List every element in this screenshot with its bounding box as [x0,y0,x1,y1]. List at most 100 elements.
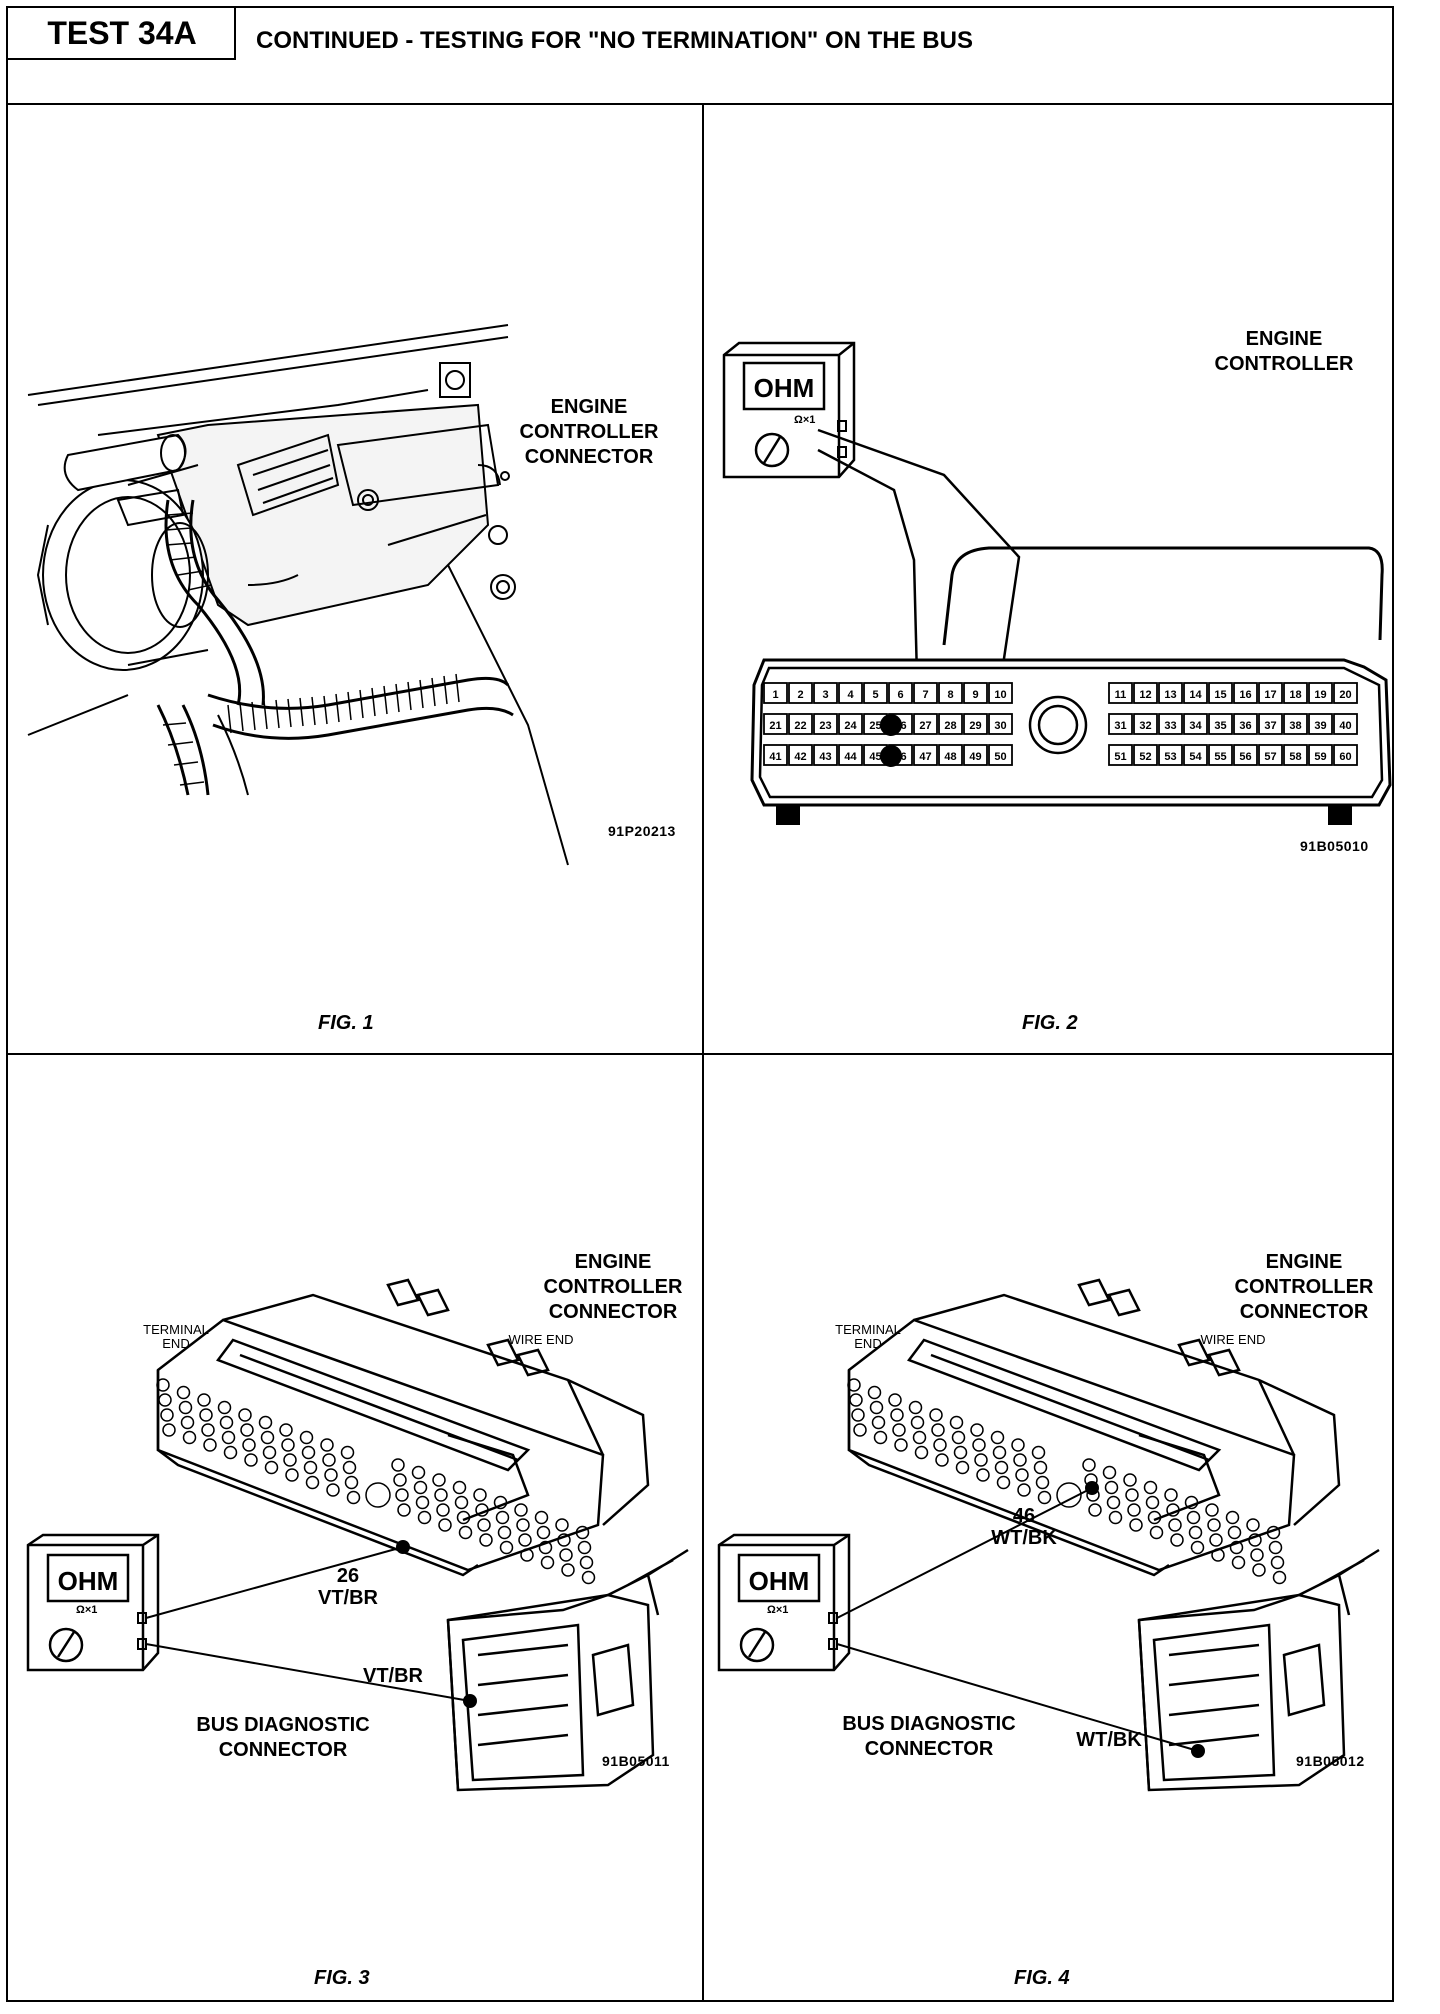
fig3-cavity-59 [557,1533,571,1547]
fig4-cavity-52 [1104,1480,1119,1495]
fig1-code: 91P20213 [608,823,676,839]
fig3-cavity-41 [391,1458,405,1472]
fig2-pin-label-6: 6 [897,689,903,701]
fig3-cavity-33 [203,1438,217,1452]
fig2-pin-cell-1 [763,682,788,704]
fig3-terminal-end-label: TERMINAL END [143,1322,209,1351]
fig4-cavity-67 [1209,1533,1223,1547]
fig3-cavity-28 [303,1460,318,1475]
fig4-wire-end-label: WIRE END [1200,1332,1266,1347]
fig2-pin-cell-52 [1133,744,1158,766]
fig4-cavity-40 [1037,1490,1052,1505]
fig3-cavity-12 [178,1400,193,1415]
fig2-pin-cell-50 [988,744,1013,766]
fig3-cavity-78 [540,1555,555,1570]
fig3-cavity-19 [322,1453,336,1467]
fig2-callout-engine-controller: ENGINE CONTROLLER [1214,328,1354,375]
fig2-pin-cell-11 [1108,682,1133,704]
fig4-cavity-32 [873,1430,888,1445]
fig1-label: FIG. 1 [318,1012,374,1034]
fig3-cavity-42 [411,1465,426,1480]
fig2-pin-label-1: 1 [772,689,778,701]
fig3-cavity-37 [285,1468,299,1482]
fig3-cavity-3 [197,1393,211,1407]
fig2-pin-cell-58 [1283,744,1308,766]
fig4-cavity-66 [1188,1525,1203,1540]
fig3-cavity-46 [493,1495,508,1510]
fig2-pin-label-10: 10 [994,689,1006,701]
fig4-terminal-cavities [847,1378,1287,1585]
fig2-pin-cell-55 [1208,744,1233,766]
fig4-cavity-63 [1127,1503,1141,1517]
fig2-pin-label-50: 50 [994,751,1006,763]
fig2-pin-cell-34 [1183,713,1208,735]
fig3-cavity-57 [516,1518,530,1532]
fig4-cavity-60 [1268,1540,1283,1555]
fig4-cavity-36 [955,1460,970,1475]
fig3-cavity-14 [219,1415,234,1430]
fig2-pin-label-35: 35 [1214,720,1226,732]
fig3-cavity-13 [199,1408,213,1422]
fig4-meter-display: OHM [749,1566,810,1596]
fig2-pin-cell-17 [1258,682,1283,704]
fig2-pin-cell-2 [788,682,813,704]
fig2-pin-cell-9 [963,682,988,704]
fig4-terminal-end-label: TERMINAL END [835,1322,901,1351]
fig4-cavity-74 [1149,1525,1164,1540]
fig2-pin-label-2: 2 [797,689,803,701]
fig2-pin-label-18: 18 [1289,689,1301,701]
fig3-cavity-64 [456,1510,471,1525]
fig4-cavity-30 [1035,1475,1050,1490]
fig3-cavity-55 [475,1503,489,1517]
fig2-pin-cell-36 [1233,713,1258,735]
fig3-cavity-56 [495,1510,510,1525]
fig3-cavity-44 [452,1480,467,1495]
fig2-pin-label-59: 59 [1314,751,1326,763]
fig4-pin-number: 46 [1012,1505,1036,1527]
fig4-cavity-44 [1143,1480,1158,1495]
row-divider [8,1053,1392,1055]
fig3-cavity-75 [479,1533,493,1547]
fig4-cavity-69 [1250,1548,1264,1562]
fig3-cavity-79 [561,1563,575,1577]
fig2-pin-label-20: 20 [1339,689,1351,701]
fig3-cavity-53 [434,1488,448,1502]
fig2-pin-cell-19 [1308,682,1333,704]
fig3-cavity-35 [244,1453,258,1467]
fig2-pin-label-32: 32 [1139,720,1151,732]
fig4-cavity-23 [892,1423,906,1437]
fig3-cavity-40 [346,1490,361,1505]
fig2-pin-label-8: 8 [947,689,953,701]
fig2-pin-cell-18 [1283,682,1308,704]
fig4-probe-pin-46 [1085,1481,1099,1495]
fig4-cavity-13 [890,1408,904,1422]
fig4-cavity-11 [849,1393,863,1407]
fig4-probe-bus-pin [1191,1744,1205,1758]
fig4-cavity-24 [912,1430,927,1445]
fig3-terminal-cavities [156,1378,596,1585]
fig2-pin-label-27: 27 [919,720,931,732]
fig4-cavity-1 [847,1378,861,1392]
fig2-pin-cell-59 [1308,744,1333,766]
fig2-pin-cell-13 [1158,682,1183,704]
fig2-meter-display: OHM [754,373,815,403]
fig2-pin-cell-21 [763,713,788,735]
fig2-pin-label-55: 55 [1214,751,1226,763]
fig2-pin-label-43: 43 [819,751,831,763]
fig3-cavity-29 [324,1468,338,1482]
fig4-cavity-78 [1231,1555,1246,1570]
fig3-cavity-20 [342,1460,357,1475]
fig2-pin-cell-8 [938,682,963,704]
fig4-cavity-38 [996,1475,1011,1490]
fig2-pin-cell-47 [913,744,938,766]
fig2-pin-cell-33 [1158,713,1183,735]
fig4-cavity-12 [869,1400,884,1415]
fig4-cavity-27 [974,1453,988,1467]
fig2-pin-label-42: 42 [794,751,806,763]
fig2-probe-pin-26 [880,714,902,736]
fig2-pin-label-45: 45 [869,751,881,763]
fig3-cavity-34 [223,1445,238,1460]
